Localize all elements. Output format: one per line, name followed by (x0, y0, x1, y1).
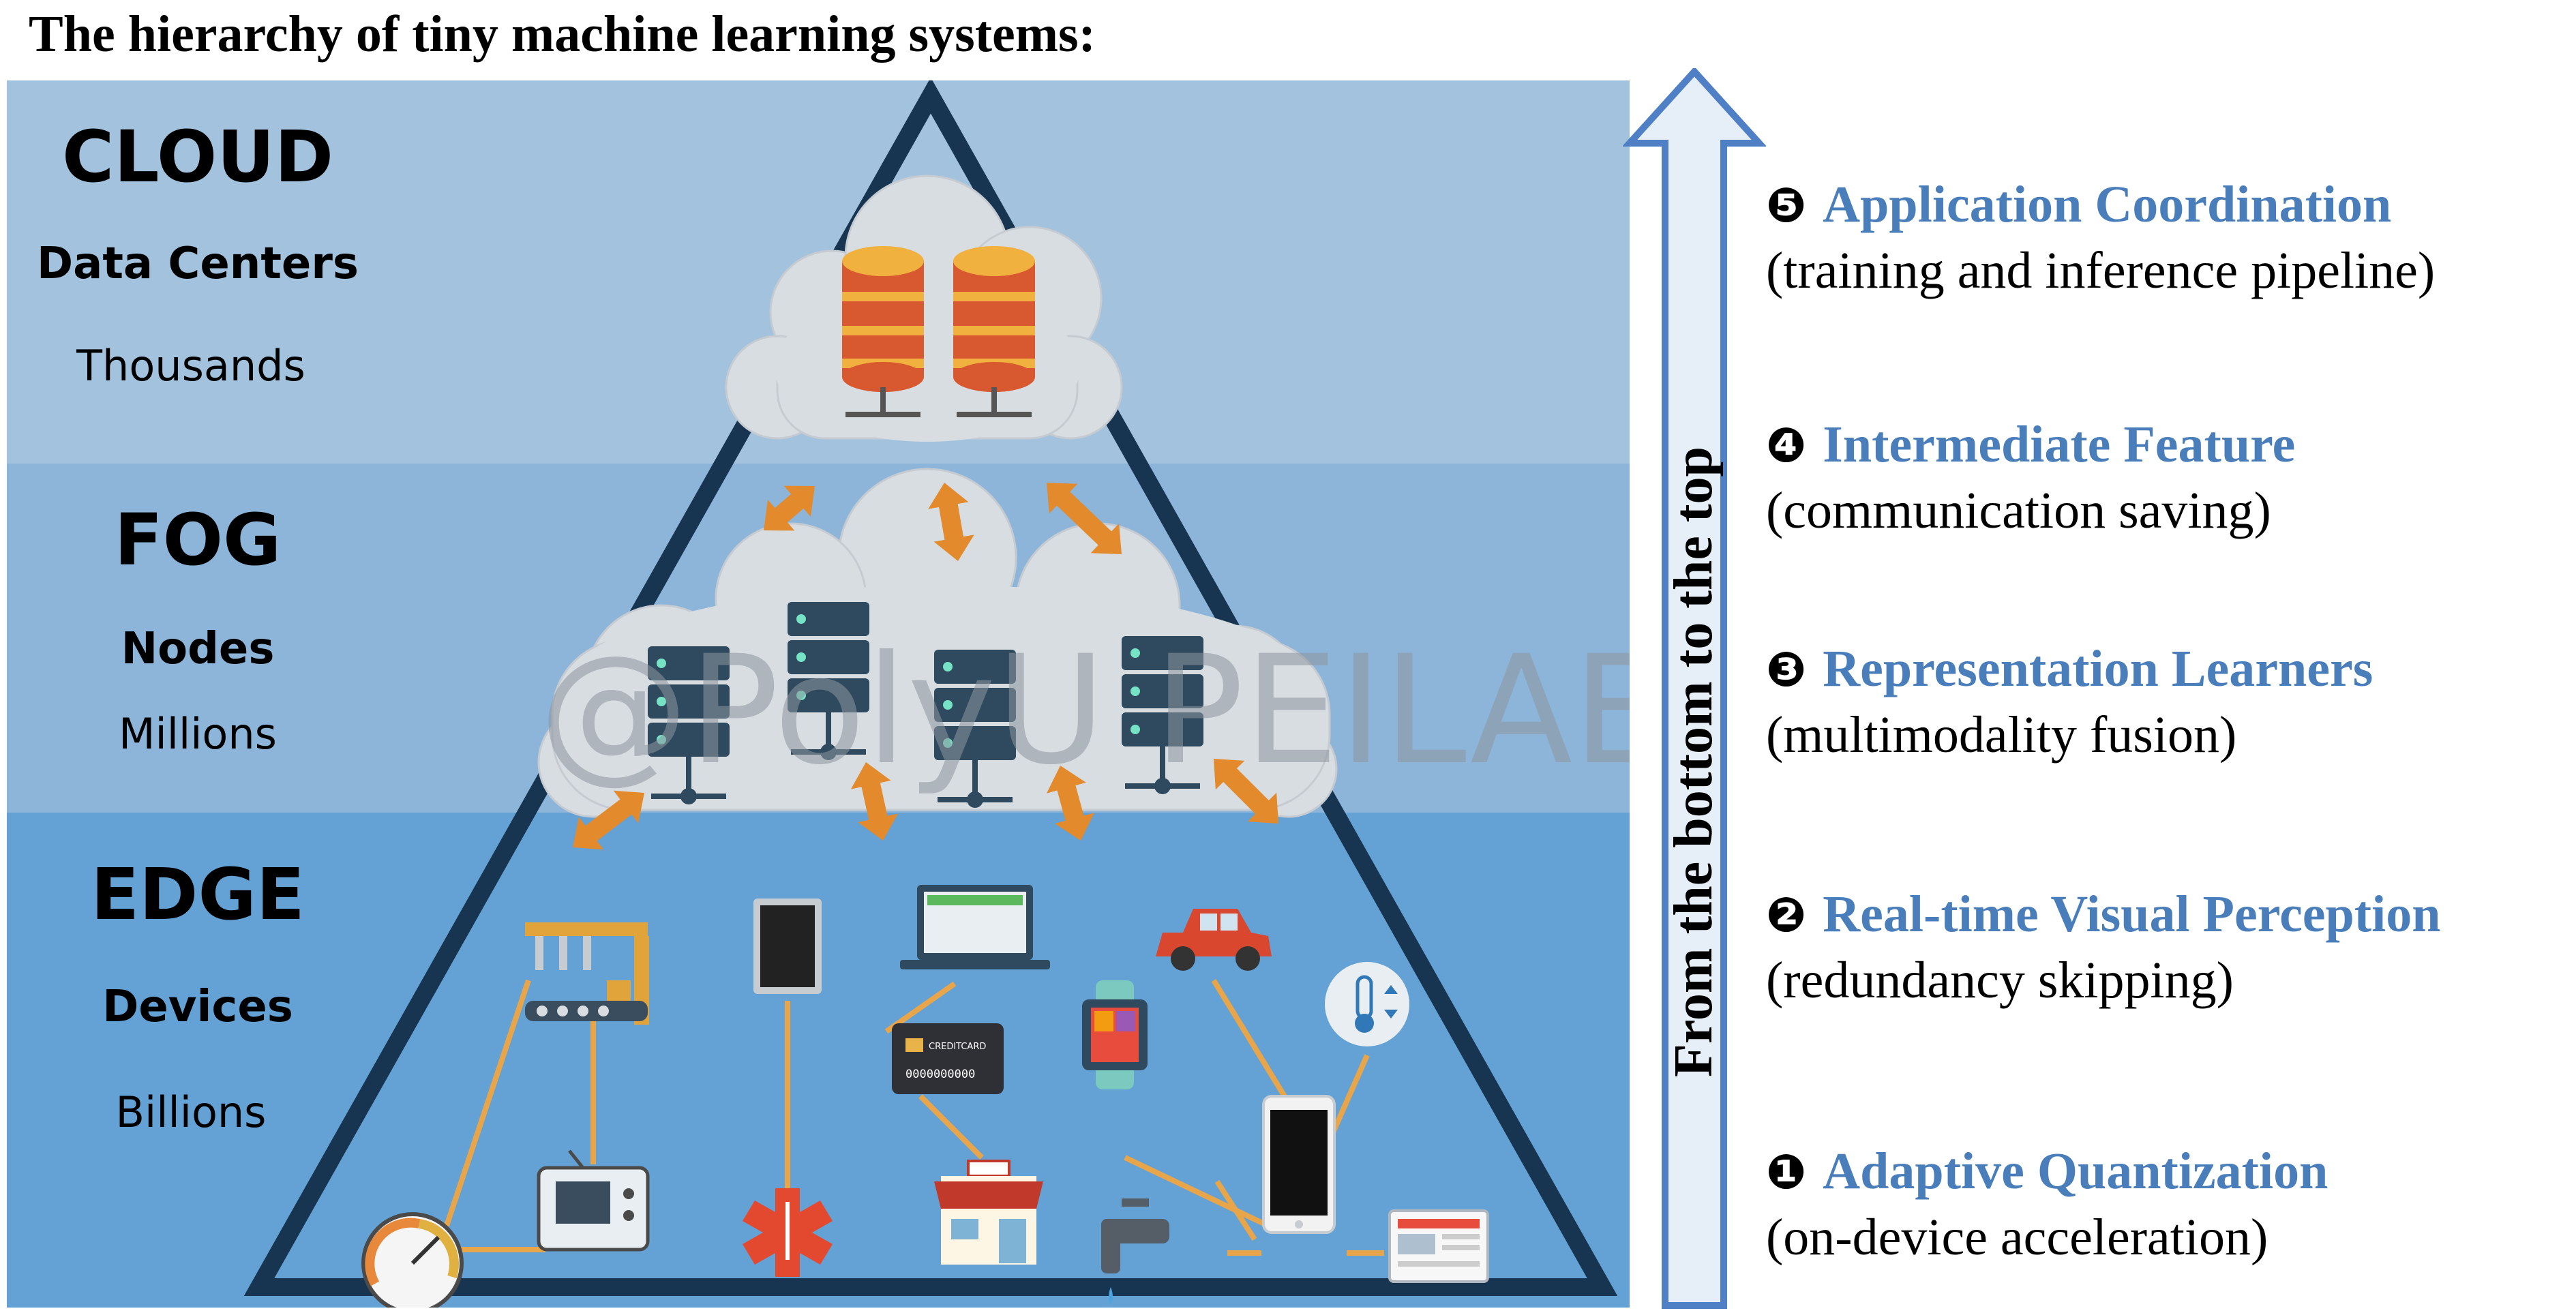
newspaper-icon (1388, 1209, 1489, 1283)
bidirectional-arrow (1214, 759, 1279, 824)
figure-title: The hierarchy of tiny machine learning s… (29, 5, 1096, 63)
direction-label: From the bottom to the top (1664, 447, 1724, 1077)
step-3-number: ❸ (1766, 642, 1807, 697)
step-4: ❹ Intermediate Feature (communication sav… (1766, 412, 2295, 543)
bidirectional-arrow (1047, 766, 1094, 841)
cloud-tier-count: Thousands (76, 341, 305, 391)
step-4-description: (communication saving) (1766, 482, 2271, 539)
water-tap-icon (1101, 1198, 1169, 1304)
step-2: ❷ Real-time Visual Perception (redundancy… (1766, 881, 2441, 1013)
server-icon (934, 650, 1016, 808)
bidirectional-arrow (850, 762, 899, 841)
step-5: ❺ Application Coordination (training and … (1766, 172, 2435, 303)
gauge-icon (361, 1212, 464, 1308)
step-2-number: ❷ (1766, 887, 1807, 943)
medical-icon (743, 1188, 833, 1277)
step-2-title: Real-time Visual Perception (1823, 886, 2441, 943)
database-icon (842, 246, 924, 417)
cloud-tier-subtitle: Data Centers (37, 239, 359, 289)
bidirectional-arrow (928, 483, 974, 561)
step-3-description: (multimodality fusion) (1766, 706, 2237, 764)
bidirectional-arrow (573, 790, 644, 850)
step-3: ❸ Representation Learners (multimodality … (1766, 636, 2373, 768)
factory-robot-icon (525, 922, 649, 1025)
cloud-tier-name: CLOUD (62, 115, 333, 198)
game-console-icon (537, 1149, 650, 1252)
credit-card-icon: CREDITCARD 0000000000 (892, 1023, 1004, 1094)
smartphone-icon (1262, 1095, 1336, 1234)
server-icon (1122, 636, 1203, 794)
edge-tier-name: EDGE (91, 853, 305, 936)
step-5-title: Application Coordination (1823, 176, 2392, 233)
exchange-arrows (573, 483, 1279, 850)
fog-tier-subtitle: Nodes (121, 624, 275, 674)
laptop-icon (900, 885, 1050, 969)
edge-tier-count: Billions (116, 1087, 267, 1137)
step-4-number: ❹ (1766, 417, 1807, 473)
tablet-icon (753, 899, 822, 994)
fog-tier-count: Millions (119, 709, 277, 759)
step-1-description: (on-device acceleration) (1766, 1209, 2268, 1266)
step-3-title: Representation Learners (1823, 640, 2373, 697)
edge-tier-subtitle: Devices (102, 982, 293, 1032)
credit-card-number: 0000000000 (905, 1068, 975, 1081)
smartwatch-icon (1082, 980, 1148, 1089)
server-icon (788, 602, 869, 760)
bidirectional-arrow (764, 485, 815, 531)
step-5-description: (training and inference pipeline) (1766, 242, 2436, 299)
credit-card-label: CREDITCARD (929, 1042, 986, 1052)
step-1: ❶ Adaptive Quantization (on-device accele… (1766, 1138, 2328, 1270)
thermometer-icon (1325, 962, 1409, 1046)
database-icon (953, 246, 1035, 417)
store-icon (934, 1160, 1043, 1265)
bottom-to-top-arrow: From the bottom to the top (1623, 68, 1766, 1309)
step-2-description: (redundancy skipping) (1766, 952, 2234, 1009)
car-icon (1156, 909, 1272, 971)
step-1-title: Adaptive Quantization (1823, 1143, 2328, 1200)
fog-tier-name: FOG (115, 498, 282, 582)
watermark-text: @PolyU PEILAB (539, 623, 1630, 798)
server-icon (648, 646, 730, 804)
step-1-number: ❶ (1766, 1144, 1807, 1200)
step-5-number: ❺ (1766, 177, 1807, 233)
step-4-title: Intermediate Feature (1823, 416, 2296, 473)
bidirectional-arrow (1047, 483, 1122, 555)
tinyml-hierarchy-diagram: CLOUD Data Centers Thousands FOG Nodes M… (7, 80, 1630, 1308)
